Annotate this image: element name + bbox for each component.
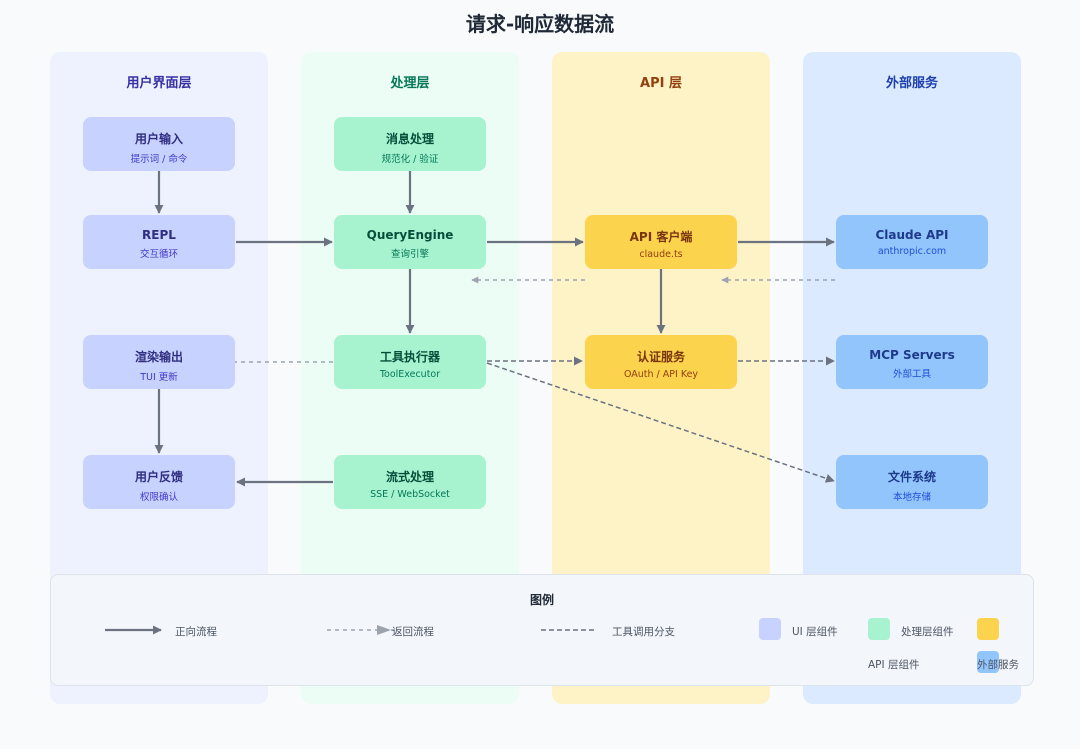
- node-title: Claude API: [875, 228, 949, 242]
- node-title: 流式处理: [385, 470, 434, 484]
- node-subtitle: 交互循环: [139, 249, 178, 260]
- node-mcp-servers: MCP Servers 外部工具: [836, 335, 988, 389]
- lane-ui-title: 用户界面层: [126, 76, 192, 91]
- node-title: 用户反馈: [134, 470, 183, 484]
- node-render-output: 渲染输出 TUI 更新: [83, 335, 235, 389]
- node-repl: REPL 交互循环: [83, 215, 235, 269]
- legend-ui-label: UI 层组件: [792, 626, 838, 638]
- diagram-title: 请求-响应数据流: [465, 12, 615, 36]
- lane-processing-title: 处理层: [390, 76, 430, 91]
- node-message-processing: 消息处理 规范化 / 验证: [334, 117, 486, 171]
- legend-panel: 图例 正向流程 返回流程 工具调用分支 UI 层组件 处理层组件 API 层组件…: [50, 574, 1034, 686]
- legend-title: 图例: [529, 593, 554, 607]
- node-api-client: API 客户端 claude.ts: [585, 215, 737, 269]
- edge-tool-to-filesystem: [486, 362, 835, 483]
- legend-forward-label: 正向流程: [175, 626, 217, 638]
- node-title: 文件系统: [887, 470, 936, 484]
- legend-return-arrow-icon: [325, 625, 395, 635]
- node-user-input: 用户输入 提示词 / 命令: [83, 117, 235, 171]
- node-subtitle: 本地存储: [892, 492, 931, 503]
- legend-processing-label: 处理层组件: [901, 626, 954, 638]
- legend-branch-line-icon: [541, 629, 597, 631]
- node-subtitle: OAuth / API Key: [623, 369, 699, 380]
- node-subtitle: 查询引擎: [390, 249, 429, 260]
- legend-ui-swatch: [759, 618, 781, 640]
- node-subtitle: ToolExecutor: [379, 369, 441, 380]
- node-title: 工具执行器: [379, 350, 440, 364]
- legend-forward-arrow-icon: [105, 625, 162, 635]
- node-user-feedback: 用户反馈 权限确认: [83, 455, 235, 509]
- node-title: 用户输入: [134, 132, 183, 146]
- legend-processing-swatch: [868, 618, 890, 640]
- node-stream-processing: 流式处理 SSE / WebSocket: [334, 455, 486, 509]
- node-title: MCP Servers: [869, 348, 955, 362]
- node-subtitle: 提示词 / 命令: [130, 154, 188, 165]
- lane-external-title: 外部服务: [885, 76, 938, 91]
- legend-api-swatch: [977, 618, 999, 640]
- node-tool-executor: 工具执行器 ToolExecutor: [334, 335, 486, 389]
- node-subtitle: SSE / WebSocket: [370, 489, 450, 500]
- node-title: 渲染输出: [134, 350, 183, 364]
- node-title: 认证服务: [636, 350, 685, 364]
- node-query-engine: QueryEngine 查询引擎: [334, 215, 486, 269]
- node-subtitle: anthropic.com: [877, 246, 947, 257]
- node-file-system: 文件系统 本地存储: [836, 455, 988, 509]
- node-title: QueryEngine: [366, 228, 454, 242]
- lane-api-title: API 层: [640, 76, 682, 91]
- node-auth-service: 认证服务 OAuth / API Key: [585, 335, 737, 389]
- node-subtitle: claude.ts: [639, 249, 683, 260]
- node-title: API 客户端: [629, 230, 693, 244]
- node-subtitle: 外部工具: [892, 369, 931, 380]
- legend-api-label: API 层组件: [868, 659, 920, 671]
- node-title: REPL: [142, 228, 176, 242]
- legend-external-label: 外部服务: [977, 659, 1019, 671]
- node-subtitle: 规范化 / 验证: [381, 154, 439, 165]
- node-claude-api: Claude API anthropic.com: [836, 215, 988, 269]
- legend-return-label: 返回流程: [392, 626, 434, 638]
- legend-branch-label: 工具调用分支: [612, 626, 675, 638]
- node-subtitle: TUI 更新: [140, 372, 178, 383]
- node-title: 消息处理: [385, 132, 434, 146]
- node-subtitle: 权限确认: [139, 492, 178, 503]
- legend-external-swatch: [977, 651, 999, 673]
